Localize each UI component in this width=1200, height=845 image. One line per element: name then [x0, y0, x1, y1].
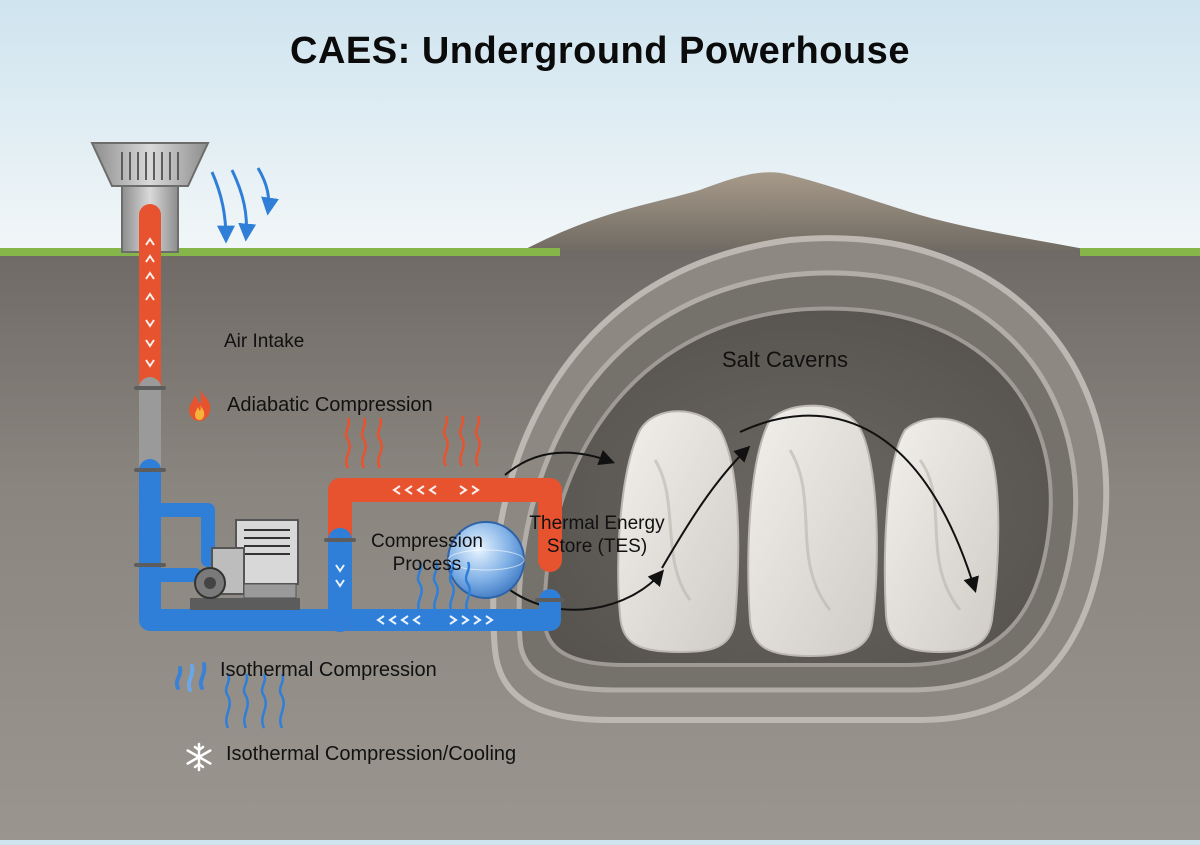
incoming-air-arrows: [210, 167, 279, 244]
grass-strip-right: [1080, 248, 1200, 256]
pipe-network: [134, 204, 565, 632]
salt-formations: [617, 404, 1000, 658]
salt-pillar-middle: [747, 404, 878, 658]
flame-icon: [189, 389, 211, 421]
compressor-feed-pipe: [143, 503, 215, 567]
sky: [0, 0, 1200, 260]
compressor-machine: [190, 519, 300, 610]
label-adiabatic-compression: Adiabatic Compression: [227, 394, 433, 416]
flow-arrow-1: [504, 450, 615, 476]
flow-arrow-4: [739, 414, 979, 594]
grass-strip: [0, 248, 560, 256]
page-title: CAES: Underground Powerhouse: [290, 30, 910, 72]
flow-arrow-2: [509, 569, 665, 611]
label-air-intake: Air Intake: [224, 331, 305, 352]
label-isothermal-cooling: Isothermal Compression/Cooling: [226, 743, 517, 765]
label-thermal-energy-store: Thermal Energy Store (TES): [529, 513, 665, 557]
swirl-icon: [174, 662, 207, 692]
snowflake-icon: [186, 742, 212, 772]
salt-pillar-left: [617, 410, 740, 654]
mountain: [520, 172, 1100, 252]
salt-pillar-right: [883, 417, 1000, 654]
heat-wave-icon: [344, 415, 481, 469]
flow-arrow-3: [661, 445, 751, 569]
cool-wave-icon: [224, 561, 471, 729]
flow-arrows: [504, 414, 979, 611]
label-isothermal-compression: Isothermal Compression: [220, 659, 437, 681]
pipe-flow-chevrons: [145, 237, 494, 625]
label-salt-caverns: Salt Caverns: [722, 347, 848, 372]
label-compression-process: Compression Process: [371, 531, 483, 575]
